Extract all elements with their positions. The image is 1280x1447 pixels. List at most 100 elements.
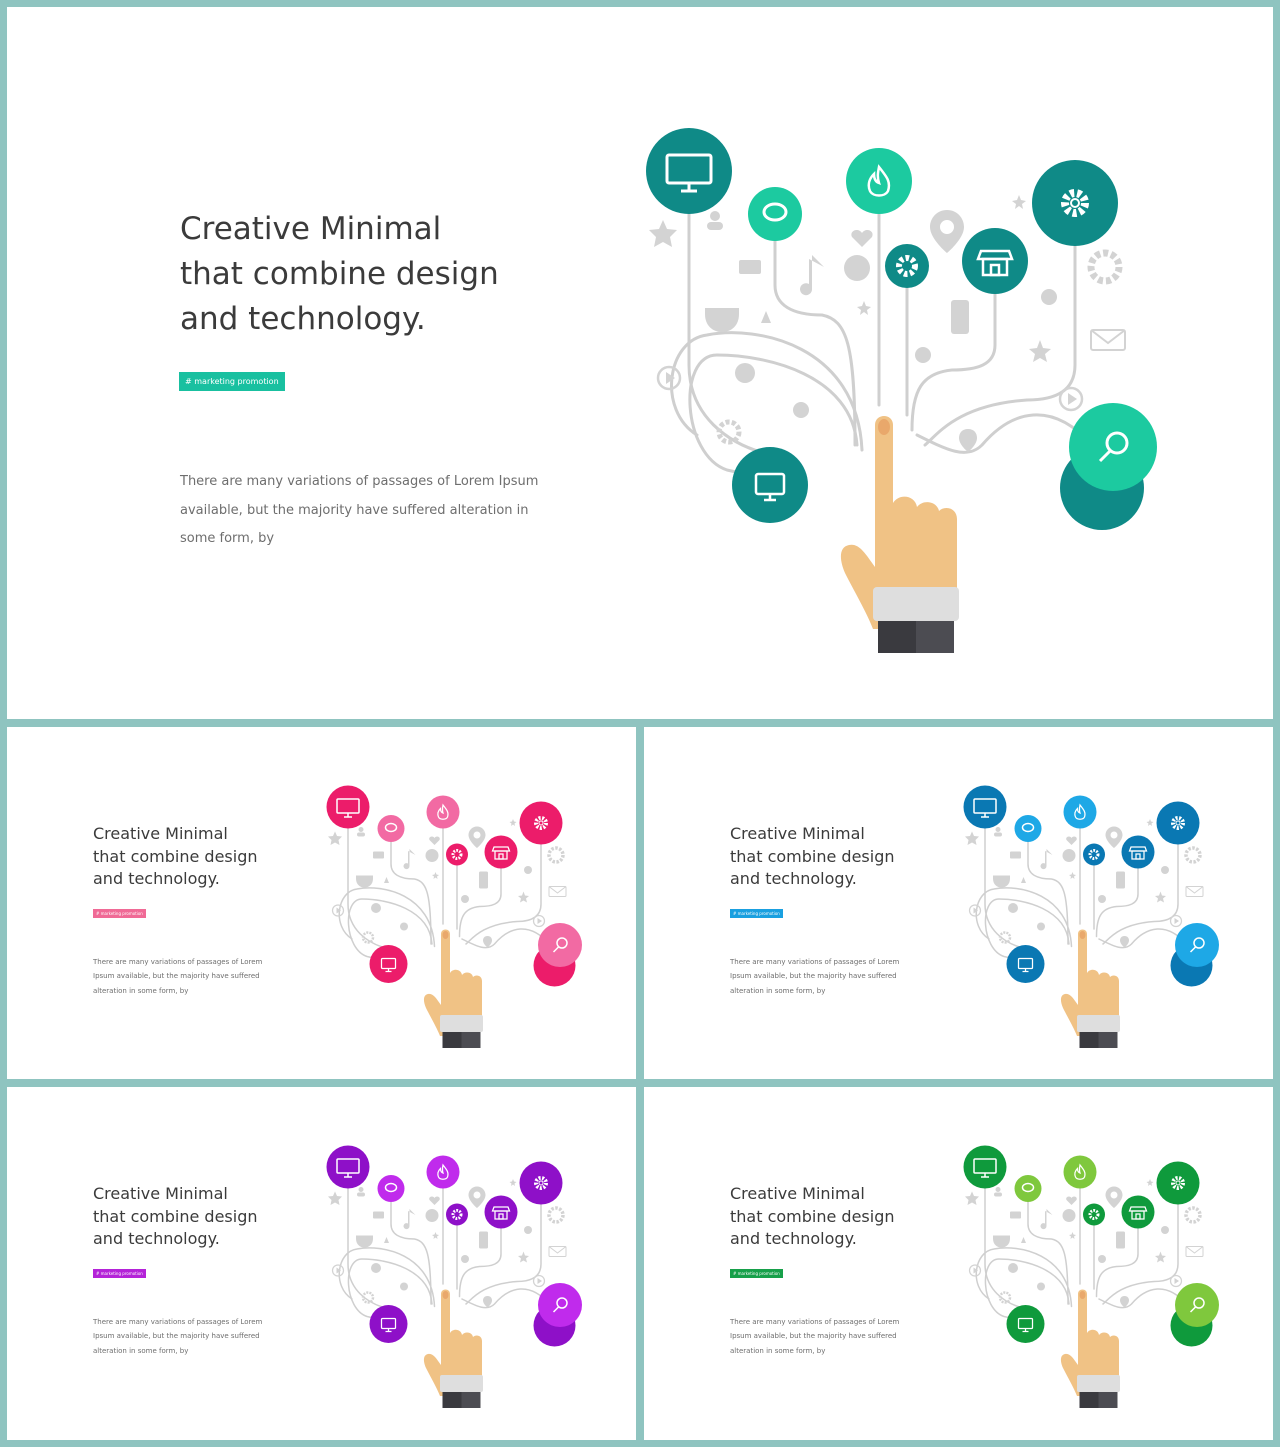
search-icon [552, 937, 568, 953]
search-icon [552, 1297, 568, 1313]
monitor-icon [380, 1317, 397, 1333]
star-icon [432, 872, 439, 879]
gear-outline-icon [547, 1206, 565, 1224]
plus-circle-icon [1161, 1226, 1169, 1234]
chat-bubble-icon [1021, 1182, 1035, 1193]
chat-bubble-icon [1021, 822, 1035, 833]
store-bubble [1121, 835, 1155, 869]
gear-bubble-large [1156, 801, 1200, 845]
play-icon [968, 1264, 982, 1277]
star-icon [1155, 1251, 1166, 1263]
gear-icon [1171, 816, 1185, 830]
monitor-icon [973, 798, 997, 818]
search-icon [1189, 1297, 1205, 1313]
monitor-icon [973, 1158, 997, 1178]
tech-hand-illustration [326, 1145, 582, 1408]
play-icon [1169, 914, 1183, 928]
mail-icon [1185, 886, 1204, 897]
colored-bubbles [326, 785, 582, 987]
star-icon [1029, 340, 1051, 362]
location-pin-icon [468, 1186, 486, 1208]
user-icon [995, 1187, 1001, 1192]
arrow-icon [1021, 1237, 1026, 1243]
slide-pink: Creative Minimal that combine design and… [7, 727, 636, 1079]
mail-icon [548, 886, 567, 897]
phone-icon [479, 1231, 488, 1249]
smiley-icon [1008, 1263, 1018, 1273]
plus-circle-icon [1161, 866, 1169, 874]
gear-icon [1171, 1176, 1185, 1190]
slide-body-text: There are many variations of passages of… [730, 1318, 900, 1355]
gear-outline-icon [716, 419, 742, 445]
phone-icon [1116, 871, 1125, 889]
monitor-bubble [326, 785, 370, 829]
plus-circle-icon [400, 922, 408, 931]
monitor-icon [754, 472, 786, 502]
arrow-icon [384, 1237, 389, 1243]
monitor-bubble [963, 1145, 1007, 1189]
gear-icon [1061, 189, 1089, 217]
tech-hand-illustration [963, 1145, 1219, 1408]
slide-purple: Creative Minimal that combine design and… [7, 1087, 636, 1440]
chat-bubble-icon [762, 202, 788, 222]
store-bubble [484, 835, 518, 869]
monitor-bubble-bottom [369, 1305, 408, 1343]
tech-hand-illustration [963, 785, 1219, 1048]
heart-icon [429, 836, 440, 845]
play-icon [331, 904, 345, 917]
search-bubble [538, 923, 582, 967]
location-pin-icon [959, 429, 977, 452]
plus-circle-icon [1037, 1282, 1045, 1291]
pointing-hand-icon [840, 416, 959, 653]
flame-icon [867, 164, 891, 197]
chat-bubble [377, 815, 405, 842]
slide-title: Creative Minimal that combine design and… [93, 1184, 258, 1248]
plus-circle-icon [1037, 922, 1045, 931]
store-icon [491, 1206, 511, 1220]
user-icon [358, 1187, 364, 1192]
hashtag-badge: # marketing promotion [93, 1269, 146, 1278]
decorative-gray-icons [328, 1179, 567, 1308]
coffee-cup-icon [356, 1235, 373, 1248]
gear-outline-icon [1184, 1206, 1202, 1224]
gear-bubble-large [1032, 160, 1118, 246]
mail-icon [739, 260, 761, 274]
chat-bubble-icon [384, 1182, 398, 1193]
smiley-icon [735, 363, 755, 383]
mail-icon [1010, 851, 1021, 859]
music-note-icon [1040, 849, 1053, 870]
arrow-icon [761, 311, 771, 323]
plus-circle-icon [461, 895, 469, 903]
gear-bubble-small [446, 1203, 468, 1226]
location-pin-icon [483, 936, 492, 948]
gear-outline-icon [361, 931, 375, 944]
decorative-gray-icons [965, 1179, 1204, 1308]
gear-bubble-large [1156, 1161, 1200, 1205]
monitor-icon [380, 957, 397, 973]
dot-icon [1062, 849, 1076, 862]
plus-circle-icon [793, 402, 809, 418]
location-pin-icon [1105, 826, 1123, 848]
music-note-icon [1040, 1209, 1053, 1230]
mail-icon [373, 1211, 384, 1219]
flame-icon [437, 1163, 449, 1180]
chat-bubble [1014, 815, 1042, 842]
hashtag-badge: # marketing promotion [93, 909, 146, 918]
star-icon [1012, 195, 1026, 209]
search-icon [1098, 431, 1129, 463]
heart-icon [1066, 1196, 1077, 1205]
star-icon [1155, 891, 1166, 903]
phone-icon [479, 871, 488, 889]
smiley-icon [371, 1263, 381, 1273]
slide-body-text: There are many variations of passages of… [180, 474, 539, 546]
smiley-icon [371, 903, 381, 913]
star-icon [328, 1191, 342, 1205]
heart-icon [429, 1196, 440, 1205]
dot-icon [425, 849, 439, 862]
play-icon [1169, 1274, 1183, 1288]
monitor-bubble-bottom [1006, 945, 1045, 983]
star-icon [518, 891, 529, 903]
hashtag-badge: # marketing promotion [730, 909, 783, 918]
music-note-icon [403, 849, 416, 870]
gear-icon [534, 1176, 548, 1190]
